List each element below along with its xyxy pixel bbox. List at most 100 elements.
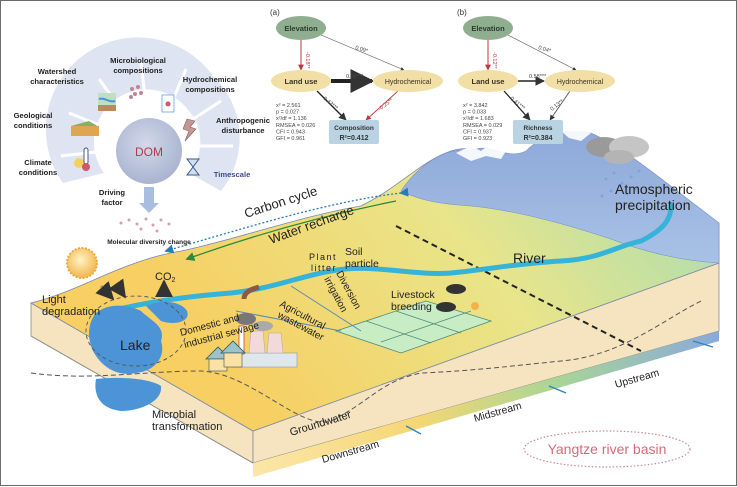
soil-label-line1: Soil [345, 246, 363, 258]
target-title: Richness [524, 125, 553, 132]
segment-label: Microbiological [110, 56, 166, 65]
microbial-pocket [95, 377, 162, 411]
fit-statistic: RMSEA = 0.029 [463, 123, 502, 129]
segment-label: Timescale [214, 170, 251, 179]
lake-label: Lake [120, 337, 151, 353]
hydrochemical-label: Hydrochemical [385, 79, 432, 86]
segment-label: Watershed [38, 67, 77, 76]
groundwater-flow-line [30, 300, 702, 423]
rain-cloud-icon [586, 136, 649, 198]
watershed-icon [98, 93, 116, 111]
lightning-icon [182, 118, 197, 142]
landuse-label: Land use [285, 77, 318, 86]
livestock-line2: breeding [391, 301, 432, 313]
driving-factor-line1: Driving [99, 188, 126, 197]
light-line2: degradation [42, 306, 100, 318]
stream-strip [253, 331, 719, 477]
landscape-block [29, 127, 720, 477]
soil-label-line2: particle [345, 258, 379, 270]
hydrochemical-node [373, 70, 443, 92]
water-recharge-arrow [185, 200, 397, 261]
fit-statistic: x² = 3.842 [463, 103, 488, 109]
sun-icon [66, 247, 98, 279]
target-r2: R²=0.412 [340, 135, 369, 142]
segment-label: Climate [24, 158, 51, 167]
river [108, 203, 674, 314]
basin-badge: Yangtze river basin [523, 430, 691, 468]
carbon-cycle-label: Carbon cycle [242, 183, 319, 221]
hydrochemical-label: Hydrochemical [557, 79, 604, 86]
segment-label: characteristics [30, 77, 84, 86]
atmospheric-label-line2: precipitation [615, 197, 691, 213]
upstream-label: Upstream [614, 367, 661, 391]
target-node [329, 120, 379, 144]
down-arrow-icon [139, 187, 159, 213]
path-landuse-target [316, 90, 347, 121]
coef-elevation-landuse: -0.12** [491, 52, 497, 70]
coef-elevation-hydrochemical: 0.04* [537, 45, 552, 55]
segment-label: conditions [19, 168, 57, 177]
rock-layers-icon [71, 121, 99, 136]
sewage-pipe [241, 284, 260, 300]
path-hydrochemical-target [365, 90, 399, 121]
snow-cap [456, 143, 506, 161]
livestock-line1: Livestock [391, 289, 436, 301]
hydrochemical-node [545, 70, 615, 92]
landuse-node [271, 70, 331, 92]
path-hydrochemical-target [549, 90, 571, 121]
livestock-icon [436, 284, 479, 312]
landuse-node [458, 70, 518, 92]
dom-circle [116, 118, 182, 184]
dom-driving-factors-wheel: DOM Clima [14, 37, 270, 246]
coef-hydrochemical-target: -0.25** [378, 97, 396, 113]
elevation-node [276, 16, 326, 40]
co2-label: CO2 [155, 271, 176, 284]
segment-label: conditions [14, 121, 52, 130]
river-label: River [513, 250, 546, 266]
atmospheric-label-line1: Atmospheric [615, 181, 693, 197]
fit-statistic: x² = 2.561 [276, 103, 301, 109]
path-elevation-hydrochemical [507, 34, 577, 71]
upstream-divider-line [395, 225, 642, 352]
panel-label: (a) [270, 8, 280, 17]
path-elevation-hydrochemical [320, 34, 405, 71]
coef-landuse-hydrochemical: 0.58*** [529, 74, 547, 80]
elevation-label: Elevation [471, 24, 505, 33]
fit-statistic: GFI = 0.923 [463, 136, 492, 142]
coef-landuse-target: 0.42*** [322, 96, 340, 112]
farmer-icon [471, 302, 479, 310]
fit-statistic: RMSEA = 0.026 [276, 123, 315, 129]
landuse-label: Land use [472, 77, 505, 86]
segment-label: Geological [14, 111, 53, 120]
target-node [513, 120, 563, 144]
houses-icon [205, 340, 246, 372]
path-landuse-target [503, 90, 531, 121]
light-line1: Light [42, 294, 66, 306]
mountains [400, 131, 720, 264]
fit-statistic: p = 0.027 [276, 110, 299, 116]
elevation-node [463, 16, 513, 40]
elevation-label: Elevation [284, 24, 318, 33]
plant-litter-line2: litter [311, 263, 337, 273]
dom-label: DOM [135, 145, 163, 159]
molecule-dots [119, 217, 171, 233]
segment-label: compositions [185, 85, 234, 94]
fit-statistic: GFI = 0.961 [276, 136, 305, 142]
target-title: Composition [334, 125, 374, 132]
segment-label: Hydrochemical [183, 75, 237, 84]
molecular-diversity-label: Molecular diversity change [107, 239, 191, 246]
coef-landuse-target: 0.41*** [509, 96, 527, 112]
fit-statistic: x²/df = 1.683 [463, 116, 494, 122]
plant-litter-line1: Plant [309, 252, 337, 262]
fit-statistic: CFI = 0.937 [463, 129, 492, 135]
fit-statistic: p = 0.033 [463, 110, 486, 116]
hourglass-icon [186, 158, 200, 176]
lab-sheet-icon [161, 94, 175, 113]
carbon-cycle-arrow [164, 187, 409, 254]
coef-landuse-hydrochemical: 0.95*** [346, 74, 364, 80]
lake [89, 305, 163, 374]
